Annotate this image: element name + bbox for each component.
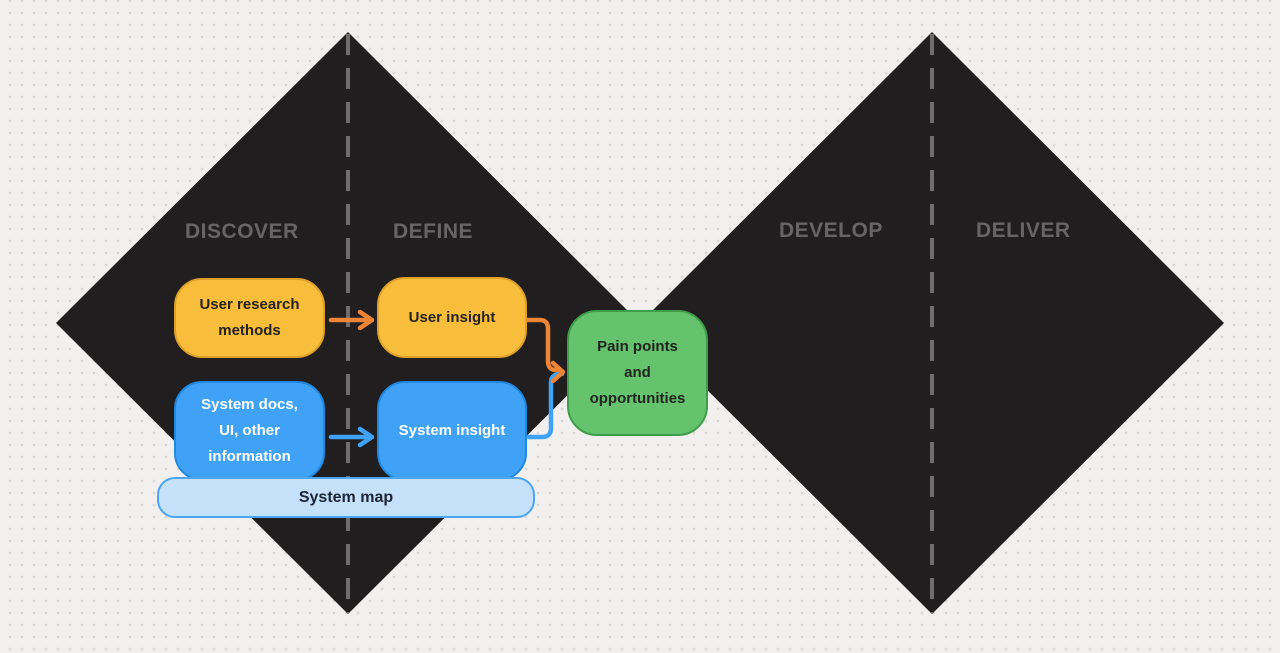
phase-label-discover: DISCOVER (185, 220, 299, 243)
arrow-system-insight-to-pain-points (526, 371, 565, 440)
node-system-docs-ui-other-information: System docs, UI, other information (174, 381, 325, 481)
node-user-insight: User insight (377, 277, 527, 358)
node-system-map-banner: System map (157, 477, 535, 518)
arrow-system-docs-to-system-insight (328, 426, 375, 448)
phase-label-define: DEFINE (393, 220, 474, 243)
phase-label-deliver: DELIVER (976, 219, 1071, 242)
arrow-user-insight-to-pain-points (524, 317, 566, 384)
phase-label-develop: DEVELOP (779, 219, 883, 242)
node-user-research-methods: User research methods (174, 278, 325, 358)
arrow-user-research-to-user-insight (328, 309, 375, 331)
node-system-insight: System insight (377, 381, 527, 481)
node-pain-points-and-opportunities: Pain points and opportunities (567, 310, 708, 436)
